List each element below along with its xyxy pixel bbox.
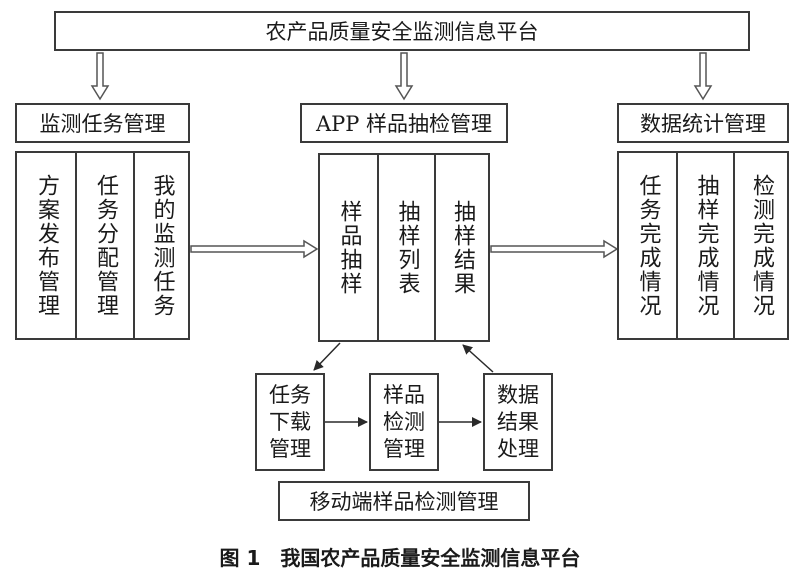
down-arrow-left — [90, 52, 110, 101]
down-arrow-center — [394, 52, 414, 101]
mobile-testing-label: 移动端样品检测管理 — [278, 481, 530, 521]
arrow-to-download — [313, 342, 341, 371]
platform-title: 农产品质量安全监测信息平台 — [54, 11, 750, 51]
item-sampling-completion: 抽样完成情况 — [676, 153, 733, 338]
module-task-management-body: 方案发布管理 任务分配管理 我的监测任务 — [15, 151, 190, 340]
arrow-to-results — [462, 344, 494, 373]
item-my-tasks: 我的监测任务 — [133, 153, 188, 338]
step-data-result: 数据结果处理 — [483, 373, 553, 471]
module-task-management-label: 监测任务管理 — [15, 103, 190, 143]
item-sampling-result: 抽样结果 — [434, 155, 488, 340]
right-arrow-left — [190, 239, 319, 259]
item-plan-publish: 方案发布管理 — [34, 173, 59, 318]
figure-caption: 图 1 我国农产品质量安全监测信息平台 — [219, 546, 581, 570]
down-arrow-right — [693, 52, 713, 101]
item-testing-completion: 检测完成情况 — [733, 153, 787, 338]
item-task-assign: 任务分配管理 — [75, 153, 133, 338]
step-sample-testing: 样品检测管理 — [369, 373, 439, 471]
module-statistics-body: 任务完成情况 抽样完成情况 检测完成情况 — [617, 151, 789, 340]
item-task-completion: 任务完成情况 — [635, 173, 661, 318]
module-statistics-label: 数据统计管理 — [617, 103, 789, 143]
step-task-download: 任务下载管理 — [255, 373, 325, 471]
module-app-sampling-body: 样品抽样 抽样列表 抽样结果 — [318, 153, 490, 342]
item-sample-sampling: 样品抽样 — [336, 199, 362, 296]
platform-title-text: 农产品质量安全监测信息平台 — [265, 20, 539, 44]
right-arrow-right — [490, 239, 619, 259]
module-app-sampling-label: APP 样品抽检管理 — [300, 103, 508, 143]
item-sampling-list: 抽样列表 — [377, 155, 434, 340]
